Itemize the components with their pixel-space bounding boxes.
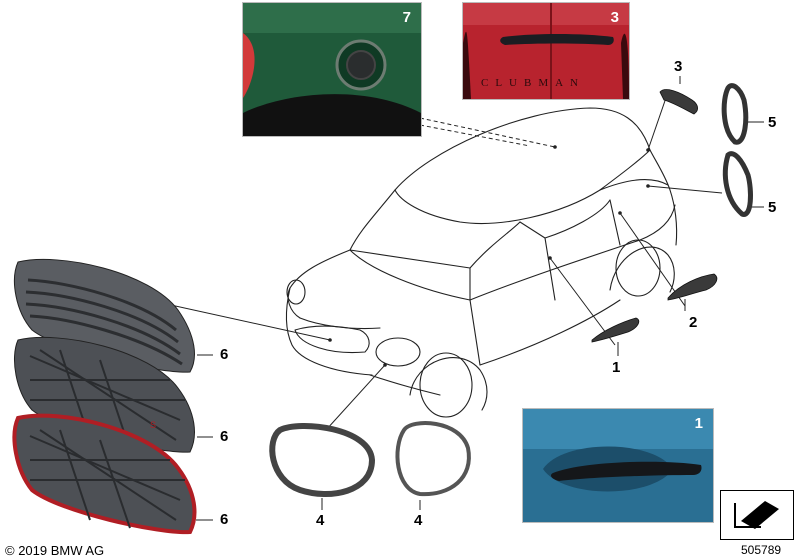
callout-2: 2 [689,314,698,331]
copyright-text: © 2019 BMW AG [5,543,105,558]
part-4-headlight-ring-right [395,421,471,497]
part-5-lamp-surrounds [721,83,753,217]
photo-7-label: 7 [402,9,411,26]
tailgate-handle-photo [463,3,629,99]
part-1-door-handle [591,317,640,343]
photo-inset-tailgate-handle: 3 CLUBMAN [462,2,630,100]
photo-1-label: 1 [694,415,703,432]
part-2-door-handle [667,273,718,301]
arrow-icon-graphic [734,501,779,529]
callout-6-middle: 6 [220,428,229,445]
callout-6-top: 6 [220,346,229,363]
fuel-flap-photo [243,3,421,136]
photo-3-label: 3 [610,9,619,26]
diagram-number: 505789 [741,543,782,557]
photo-inset-fuel-flap: 7 [242,2,422,137]
svg-text:S: S [150,420,156,430]
arrow-icon[interactable] [720,490,794,540]
part-3-tailgate-handle [659,89,698,115]
door-handle-photo [523,409,713,522]
callout-3: 3 [674,58,683,75]
callout-5-lower: 5 [768,199,777,216]
callout-1: 1 [612,359,621,376]
part-4-headlight-ring-left [269,422,376,498]
callout-4-right: 4 [414,512,423,529]
photo-inset-door-handle: 1 [522,408,714,523]
clubman-badge-text: CLUBMAN [481,77,586,89]
callout-5-upper: 5 [768,114,777,131]
callout-4-left: 4 [316,512,325,529]
part-6-grille-bottom [12,413,197,535]
callout-6-bottom: 6 [220,511,229,528]
